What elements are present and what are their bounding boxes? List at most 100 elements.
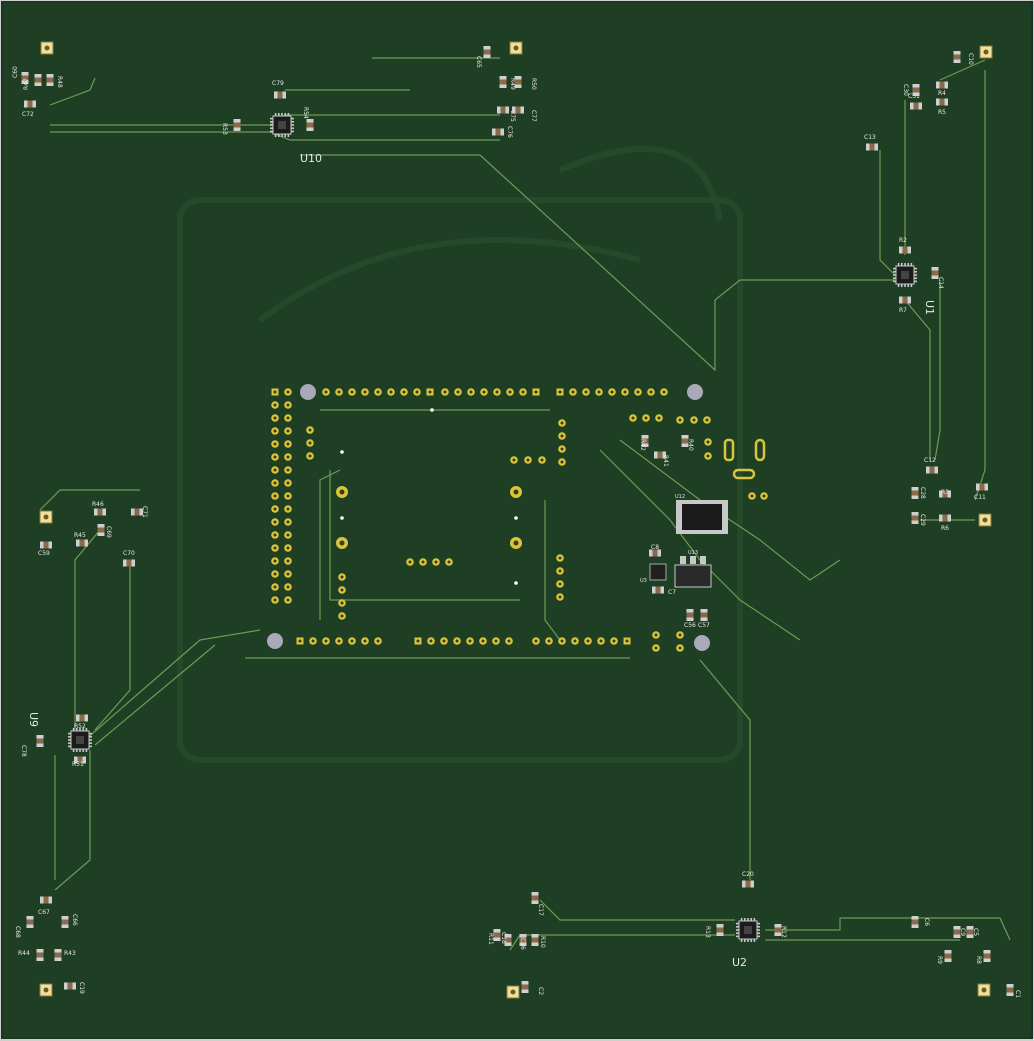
passive-label: R50 bbox=[530, 78, 537, 90]
passive-c13: C13 bbox=[864, 134, 878, 151]
passive-body bbox=[911, 487, 919, 499]
passive-label: R48 bbox=[56, 76, 63, 88]
chip-pin bbox=[747, 939, 749, 942]
pin-hole bbox=[597, 390, 601, 394]
pin-hole bbox=[644, 416, 648, 420]
passive-label: R2 bbox=[899, 237, 907, 244]
passive-terminal bbox=[306, 119, 314, 123]
pin-hole bbox=[298, 639, 302, 643]
passive-r41: R41 bbox=[654, 451, 669, 467]
header-pin bbox=[538, 456, 546, 464]
chip-pin bbox=[68, 739, 71, 741]
header-pin bbox=[556, 554, 564, 562]
passive-label: C29 bbox=[919, 514, 926, 526]
header-pin bbox=[584, 637, 592, 645]
passive-r2: R2 bbox=[899, 237, 911, 254]
passive-label: C77 bbox=[530, 110, 537, 122]
passive-body bbox=[519, 934, 527, 946]
chip-pin bbox=[750, 939, 752, 942]
passive-terminal bbox=[953, 934, 961, 938]
header-pin bbox=[621, 388, 629, 396]
pin-hole bbox=[339, 489, 345, 495]
passive-r45: R45 bbox=[74, 532, 88, 547]
passive-r53: R53 bbox=[221, 119, 241, 135]
passive-terminal bbox=[742, 880, 746, 888]
passive-label: C65 bbox=[475, 56, 482, 68]
passive-c10: C10 bbox=[953, 51, 974, 65]
passive-label: R13 bbox=[704, 926, 711, 938]
passive-terminal bbox=[947, 514, 951, 522]
via bbox=[340, 516, 344, 520]
pin-hole bbox=[599, 639, 603, 643]
pin-hole bbox=[560, 639, 564, 643]
passive-label: R42 bbox=[639, 439, 646, 451]
sensor-hole bbox=[43, 514, 49, 520]
pin-hole bbox=[512, 458, 516, 462]
passive-label: C9 bbox=[959, 928, 966, 936]
chip-pin bbox=[68, 736, 71, 738]
pin-hole bbox=[286, 533, 290, 537]
pin-hole bbox=[750, 494, 754, 498]
header-pin bbox=[704, 452, 712, 460]
passive-body bbox=[521, 981, 529, 993]
passive-body bbox=[514, 76, 522, 88]
trace-u9-up2 bbox=[94, 565, 131, 731]
passive-terminal bbox=[24, 100, 28, 108]
header-pin bbox=[361, 388, 369, 396]
header-pin bbox=[595, 388, 603, 396]
chip-pin bbox=[85, 749, 88, 752]
chip-pin bbox=[270, 130, 273, 133]
pin-hole bbox=[376, 639, 380, 643]
passive-body bbox=[97, 524, 105, 536]
regulator-pin bbox=[690, 556, 696, 564]
passive-c2: C2 bbox=[521, 981, 544, 995]
passive-body bbox=[306, 119, 314, 131]
passive-body bbox=[499, 76, 507, 88]
pin-hole bbox=[692, 418, 696, 422]
passive-terminal bbox=[1006, 984, 1014, 988]
passive-body bbox=[953, 926, 961, 938]
header-pin bbox=[271, 414, 279, 422]
header-pin bbox=[556, 567, 564, 575]
pin-hole bbox=[286, 455, 290, 459]
pin-hole bbox=[494, 639, 498, 643]
chip-pin bbox=[736, 935, 739, 938]
header-pin bbox=[348, 637, 356, 645]
chip-pin bbox=[284, 134, 286, 137]
passive-r48: R48 bbox=[46, 74, 63, 88]
header-pin bbox=[505, 637, 513, 645]
pin-hole bbox=[447, 560, 451, 564]
ground-pour-outline bbox=[177, 145, 743, 763]
chip-pin bbox=[85, 728, 88, 731]
chip-pin bbox=[89, 732, 92, 735]
passive-terminal bbox=[514, 76, 522, 80]
header-pin bbox=[492, 637, 500, 645]
header-pin bbox=[419, 558, 427, 566]
passive-terminal bbox=[497, 106, 501, 114]
passive-terminal bbox=[953, 59, 961, 63]
pin-hole bbox=[482, 390, 486, 394]
header-pin bbox=[271, 557, 279, 565]
passive-terminal bbox=[34, 74, 42, 78]
chip-pin bbox=[68, 742, 71, 744]
passive-body bbox=[233, 119, 241, 131]
pin-hole bbox=[706, 440, 710, 444]
passive-label: C79 bbox=[272, 80, 284, 87]
regulator-u13: U13 bbox=[674, 550, 712, 588]
trace-u9-left bbox=[39, 489, 140, 511]
passive-c5: C5 bbox=[966, 926, 979, 938]
passive-terminal bbox=[306, 127, 314, 131]
header-pin bbox=[271, 505, 279, 513]
passive-terminal bbox=[649, 549, 653, 557]
pin-hole bbox=[273, 455, 277, 459]
pin-hole bbox=[662, 390, 666, 394]
pin-hole bbox=[286, 481, 290, 485]
passive-body bbox=[910, 102, 922, 110]
passive-c11: C11 bbox=[974, 483, 988, 501]
header-pin bbox=[306, 439, 314, 447]
ic-u10: U10 bbox=[270, 113, 322, 165]
passive-body bbox=[531, 934, 539, 946]
ic-u1: U1 bbox=[893, 263, 936, 315]
header-pin bbox=[284, 388, 292, 396]
trace-mid-v2 bbox=[329, 470, 520, 601]
